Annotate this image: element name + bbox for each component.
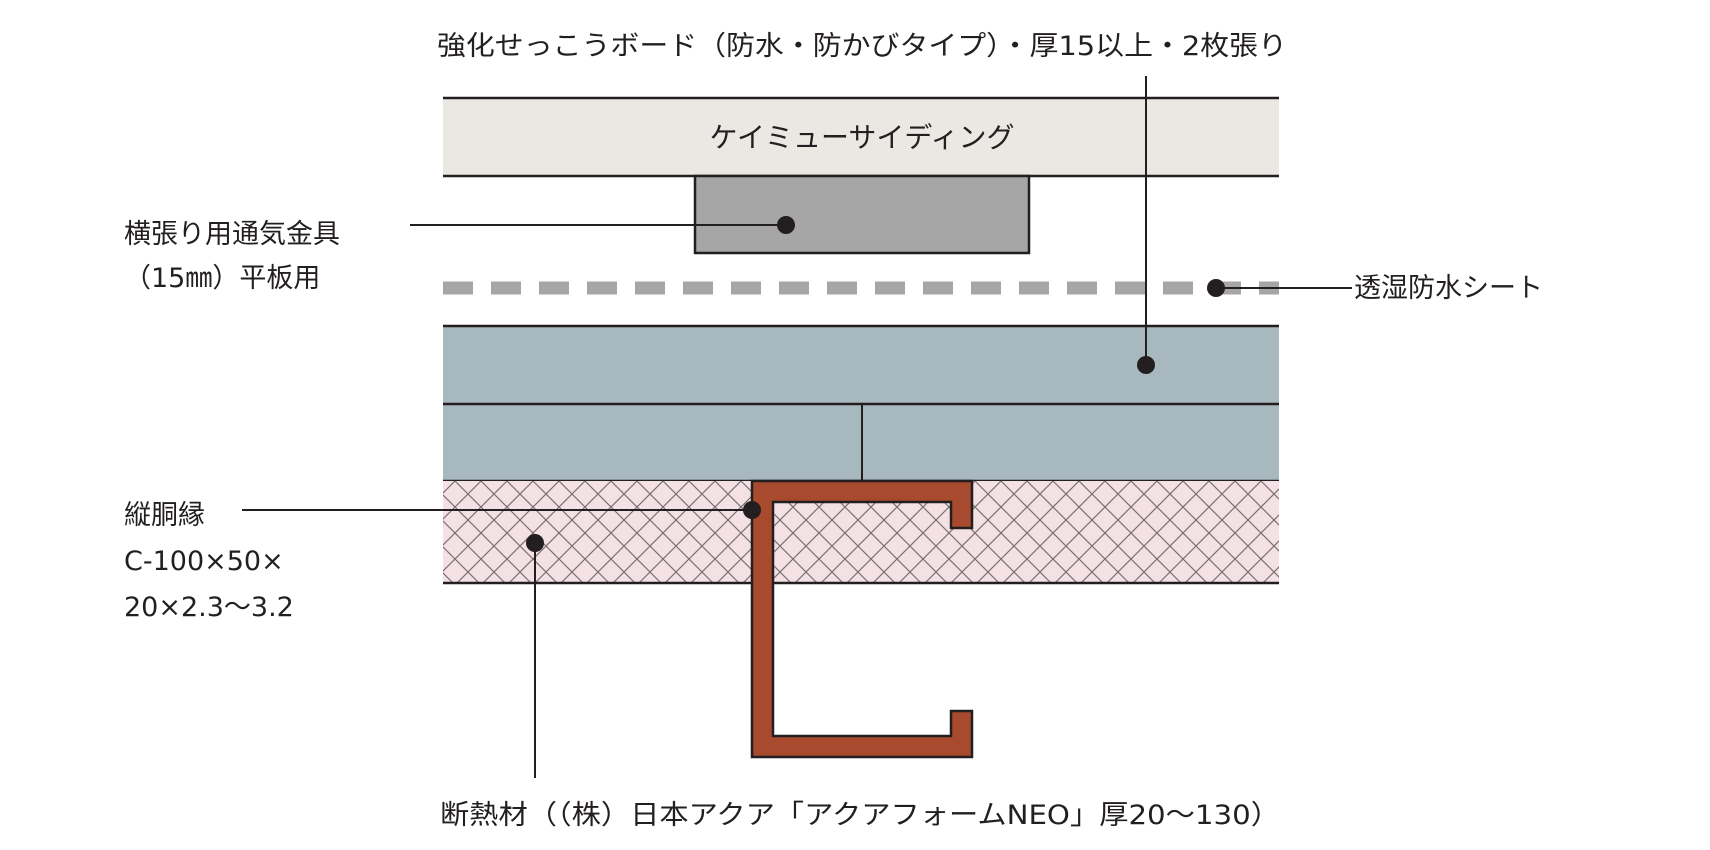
dot-vent-fitting bbox=[777, 216, 795, 234]
label-insulation: 断熱材（（株）日本アクア「アクアフォームNEO」厚20〜130） bbox=[440, 800, 1280, 831]
dot-stud bbox=[743, 501, 761, 519]
leader-dots bbox=[526, 216, 1225, 552]
dot-insulation bbox=[526, 534, 544, 552]
label-membrane: 透湿防水シート bbox=[1354, 273, 1543, 304]
c-channel-stud bbox=[750, 479, 974, 759]
leader-lines bbox=[242, 76, 1352, 778]
label-stud-line2: C-100×50× bbox=[124, 546, 284, 577]
vent-fitting-block bbox=[693, 174, 1031, 255]
label-stud-line1: 縦胴縁 bbox=[124, 500, 205, 531]
label-stud-line3: 20×2.3〜3.2 bbox=[124, 592, 294, 623]
label-vent-fitting-line1: 横張り用通気金具 bbox=[124, 219, 340, 250]
dot-membrane bbox=[1207, 279, 1225, 297]
label-gypsum-board: 強化せっこうボード（防水・防かびタイプ）・厚15以上・2枚張り bbox=[437, 31, 1287, 62]
gypsum-board-layers bbox=[443, 324, 1279, 483]
dot-gypsum bbox=[1137, 356, 1155, 374]
siding-fill bbox=[443, 98, 1279, 176]
siding-layer: ケイミューサイディング bbox=[443, 96, 1279, 178]
label-vent-fitting-line2: （15㎜）平板用 bbox=[124, 263, 320, 294]
siding-label: ケイミューサイディング bbox=[710, 121, 1015, 154]
